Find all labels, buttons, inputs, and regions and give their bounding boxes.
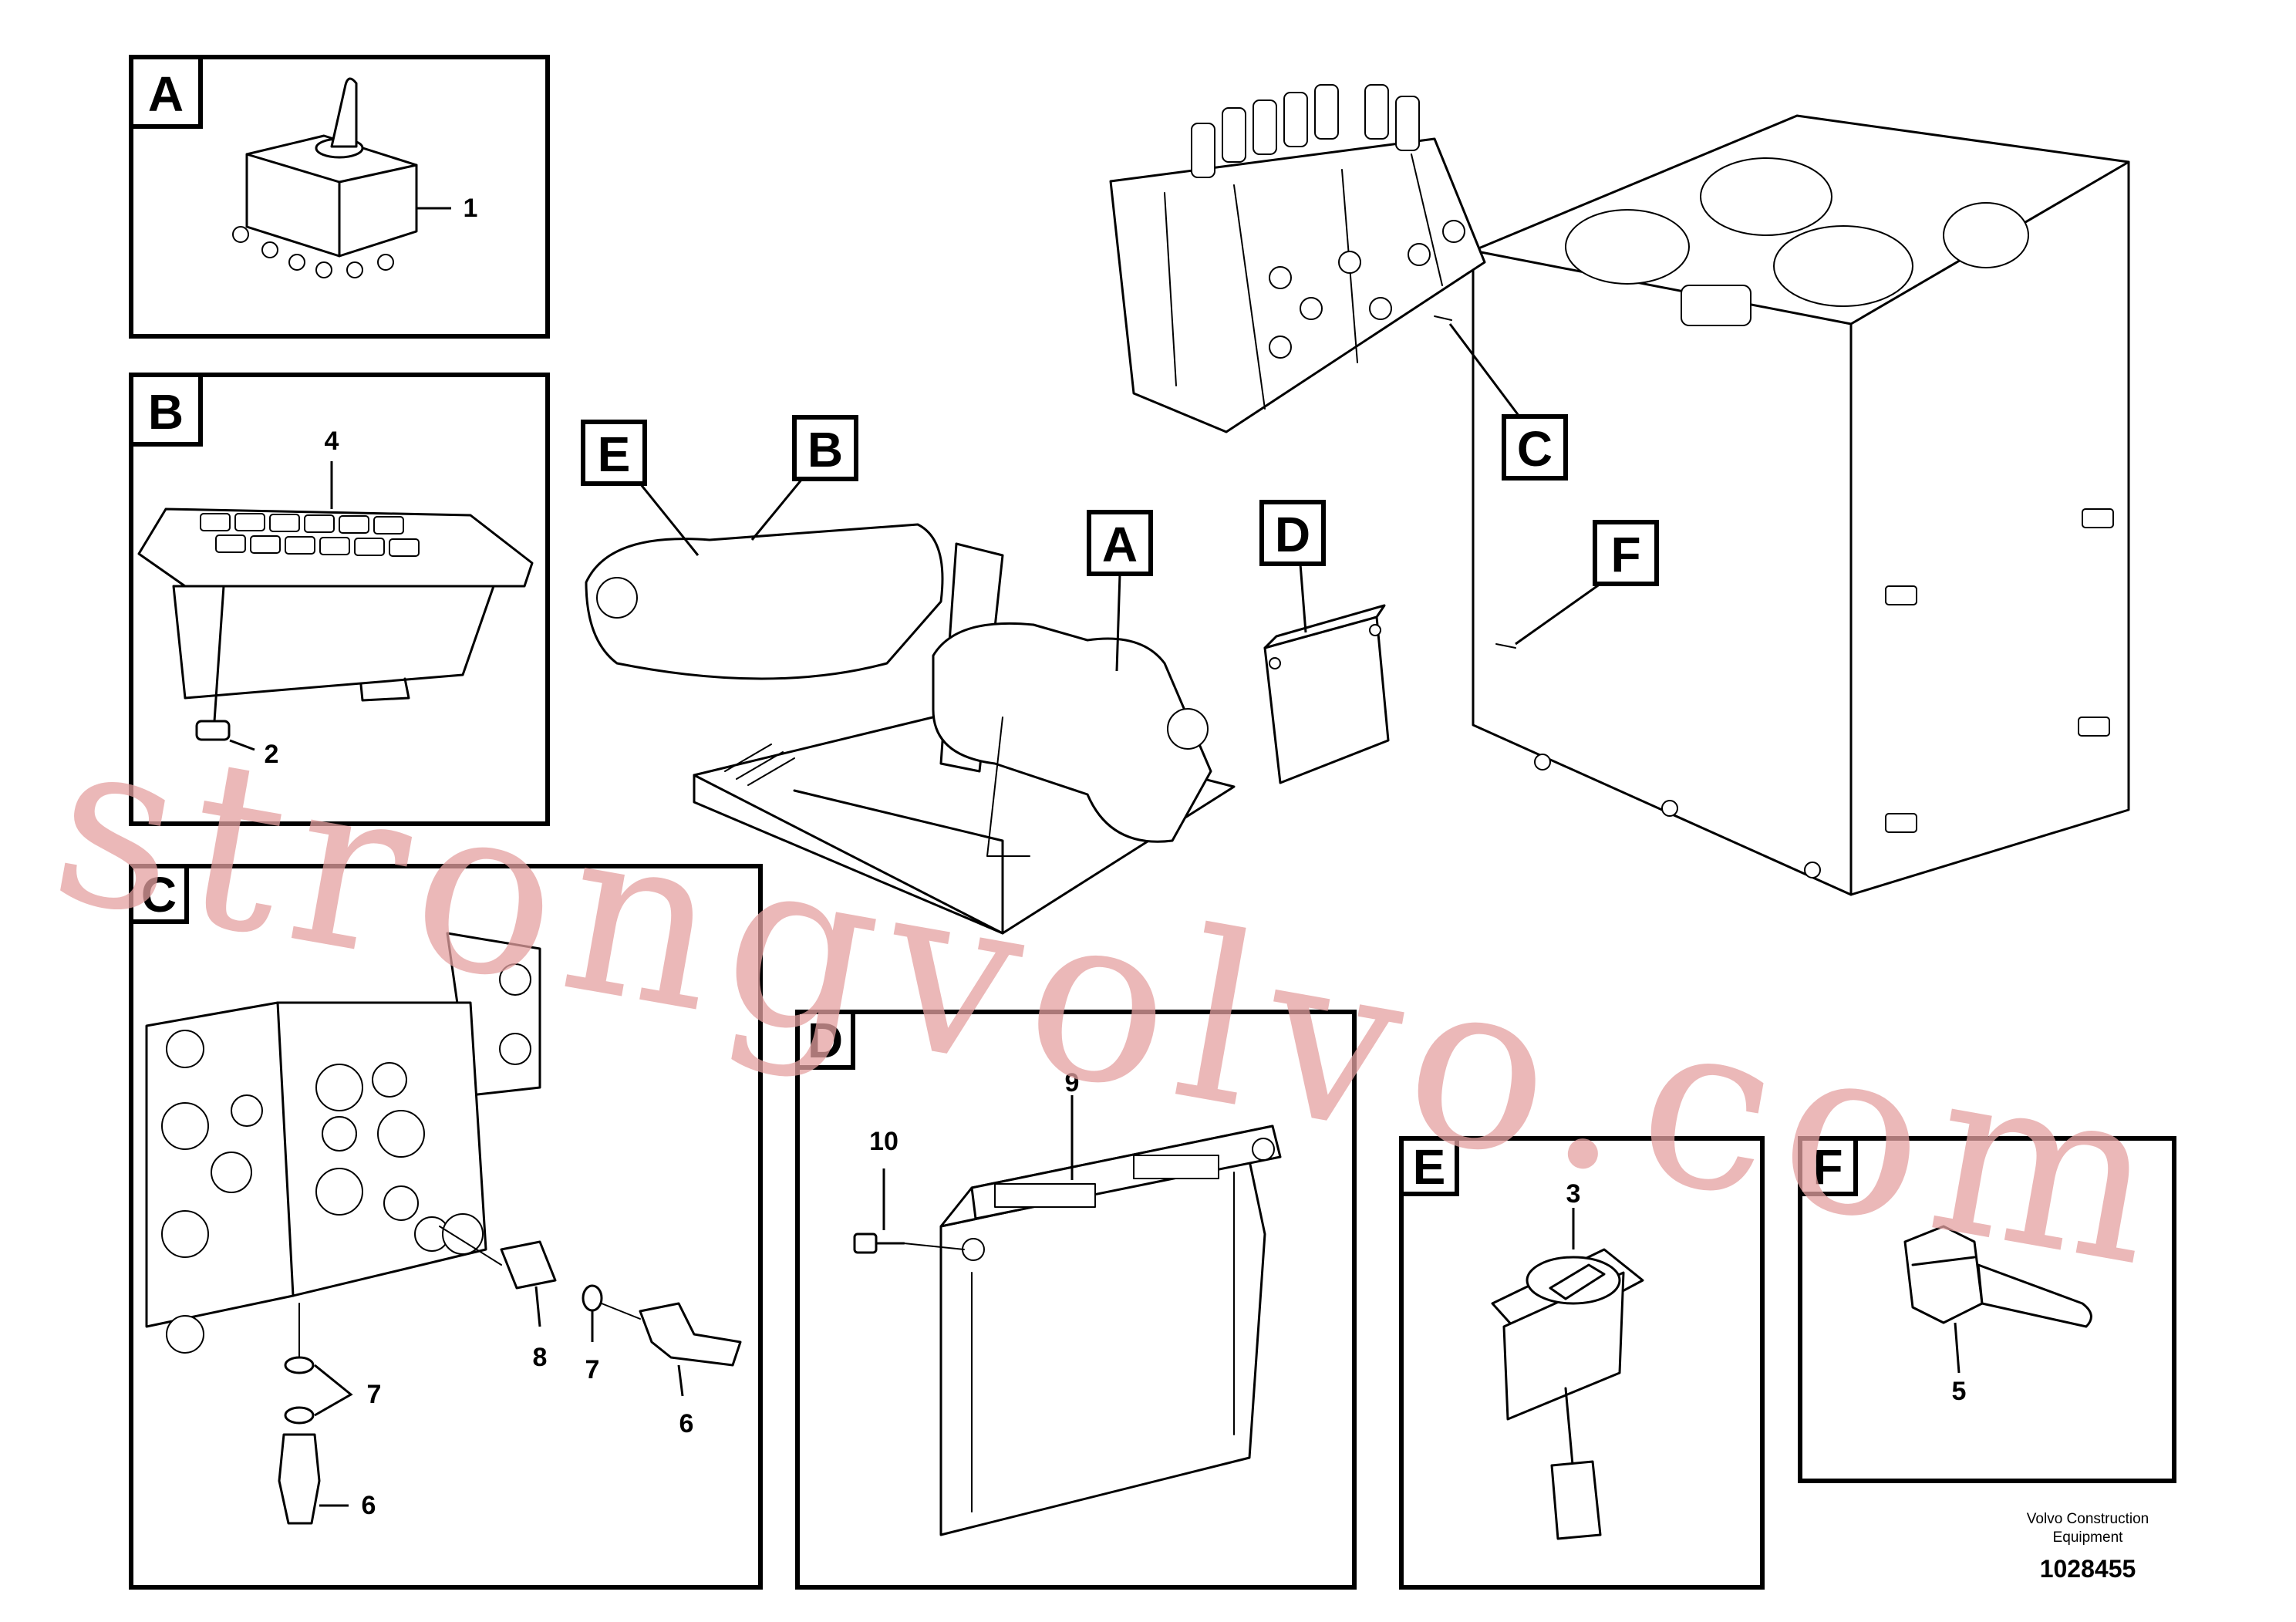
svg-text:E: E [598,427,631,482]
toggle-switch-icon [232,77,418,278]
panel-b-tag [129,373,203,447]
overview-tag-e: E [581,420,700,556]
panel-e: E 3 [1399,1136,1765,1590]
rotary-switch-icon [1491,1248,1644,1540]
operator-console-icon [585,523,1236,935]
panel-e-letter: E [1413,1139,1446,1195]
adapter-icon [439,1226,557,1290]
panel-c-tag [129,864,189,924]
panel-e-tag [1399,1136,1459,1196]
svg-text:C: C [1517,421,1553,477]
overview-assembly: E B A C D F [581,84,2130,935]
panel-d: D 9 10 [795,1010,1357,1590]
panel-f-frame [1798,1136,2176,1483]
svg-text:D: D [1275,507,1310,562]
overview-tag-b: B [750,415,858,541]
part-number-2: 2 [265,740,279,769]
valve-block-closeup-icon [145,932,541,1354]
o-ring-lower-icon [284,1356,315,1425]
svg-text:F: F [1610,527,1640,582]
panel-d-tag [795,1010,855,1070]
part-number-6-lower: 6 [362,1491,376,1520]
svg-text:A: A [1102,517,1138,572]
panel-c: C 8 [129,864,763,1590]
part-number-7-right: 7 [585,1355,600,1384]
drawing-footer: Volvo Construction Equipment 1028455 [2027,1511,2149,1583]
panel-a-tag [129,55,203,129]
footer-company-line2: Equipment [2053,1529,2124,1546]
footer-company: Volvo Construction [2027,1511,2149,1527]
part-number-9: 9 [1065,1068,1080,1098]
pressure-sensor-lower-icon [278,1303,321,1525]
panel-b-frame [129,373,550,826]
panel-b: B 4 2 [129,373,550,826]
temperature-sensor-icon [1903,1225,2092,1328]
o-ring-icon [582,1284,603,1312]
panel-a: A 1 [129,55,550,339]
switch-panel-icon [137,508,534,702]
part-number-4: 4 [325,427,339,456]
panel-b-letter: B [148,384,184,440]
panel-e-frame [1399,1136,1765,1590]
pressure-sensor-icon [601,1302,742,1367]
panel-f-tag [1798,1136,1858,1196]
panel-d-letter: D [807,1013,843,1068]
control-unit-icon [939,1125,1282,1536]
svg-text:B: B [807,422,843,477]
part-number-10: 10 [869,1127,899,1156]
control-valve-icon [1109,84,1486,433]
screw-icon [195,585,231,741]
part-number-6-right: 6 [679,1409,694,1438]
panel-a-frame [129,55,550,339]
part-number-1: 1 [464,194,478,223]
overview-tag-c: C [1448,323,1568,481]
overview-tag-f: F [1515,520,1659,646]
part-number-7-lower: 7 [367,1380,382,1409]
part-number-5: 5 [1952,1377,1967,1406]
part-number-3: 3 [1566,1179,1581,1209]
panel-f: F 5 [1798,1136,2176,1483]
overview-tag-a: A [1087,510,1153,672]
drawing-number: 1028455 [2040,1555,2136,1583]
panel-d-frame [795,1010,1357,1590]
bolt-icon [853,1233,965,1254]
hydraulic-tank-icon [1472,114,2130,896]
ecu-icon [1263,604,1390,784]
panel-f-letter: F [1812,1139,1843,1195]
panel-a-letter: A [148,66,184,122]
panel-c-frame [129,864,763,1590]
overview-tag-d: D [1259,500,1326,633]
part-number-8: 8 [533,1343,548,1372]
panel-c-letter: C [141,867,177,922]
